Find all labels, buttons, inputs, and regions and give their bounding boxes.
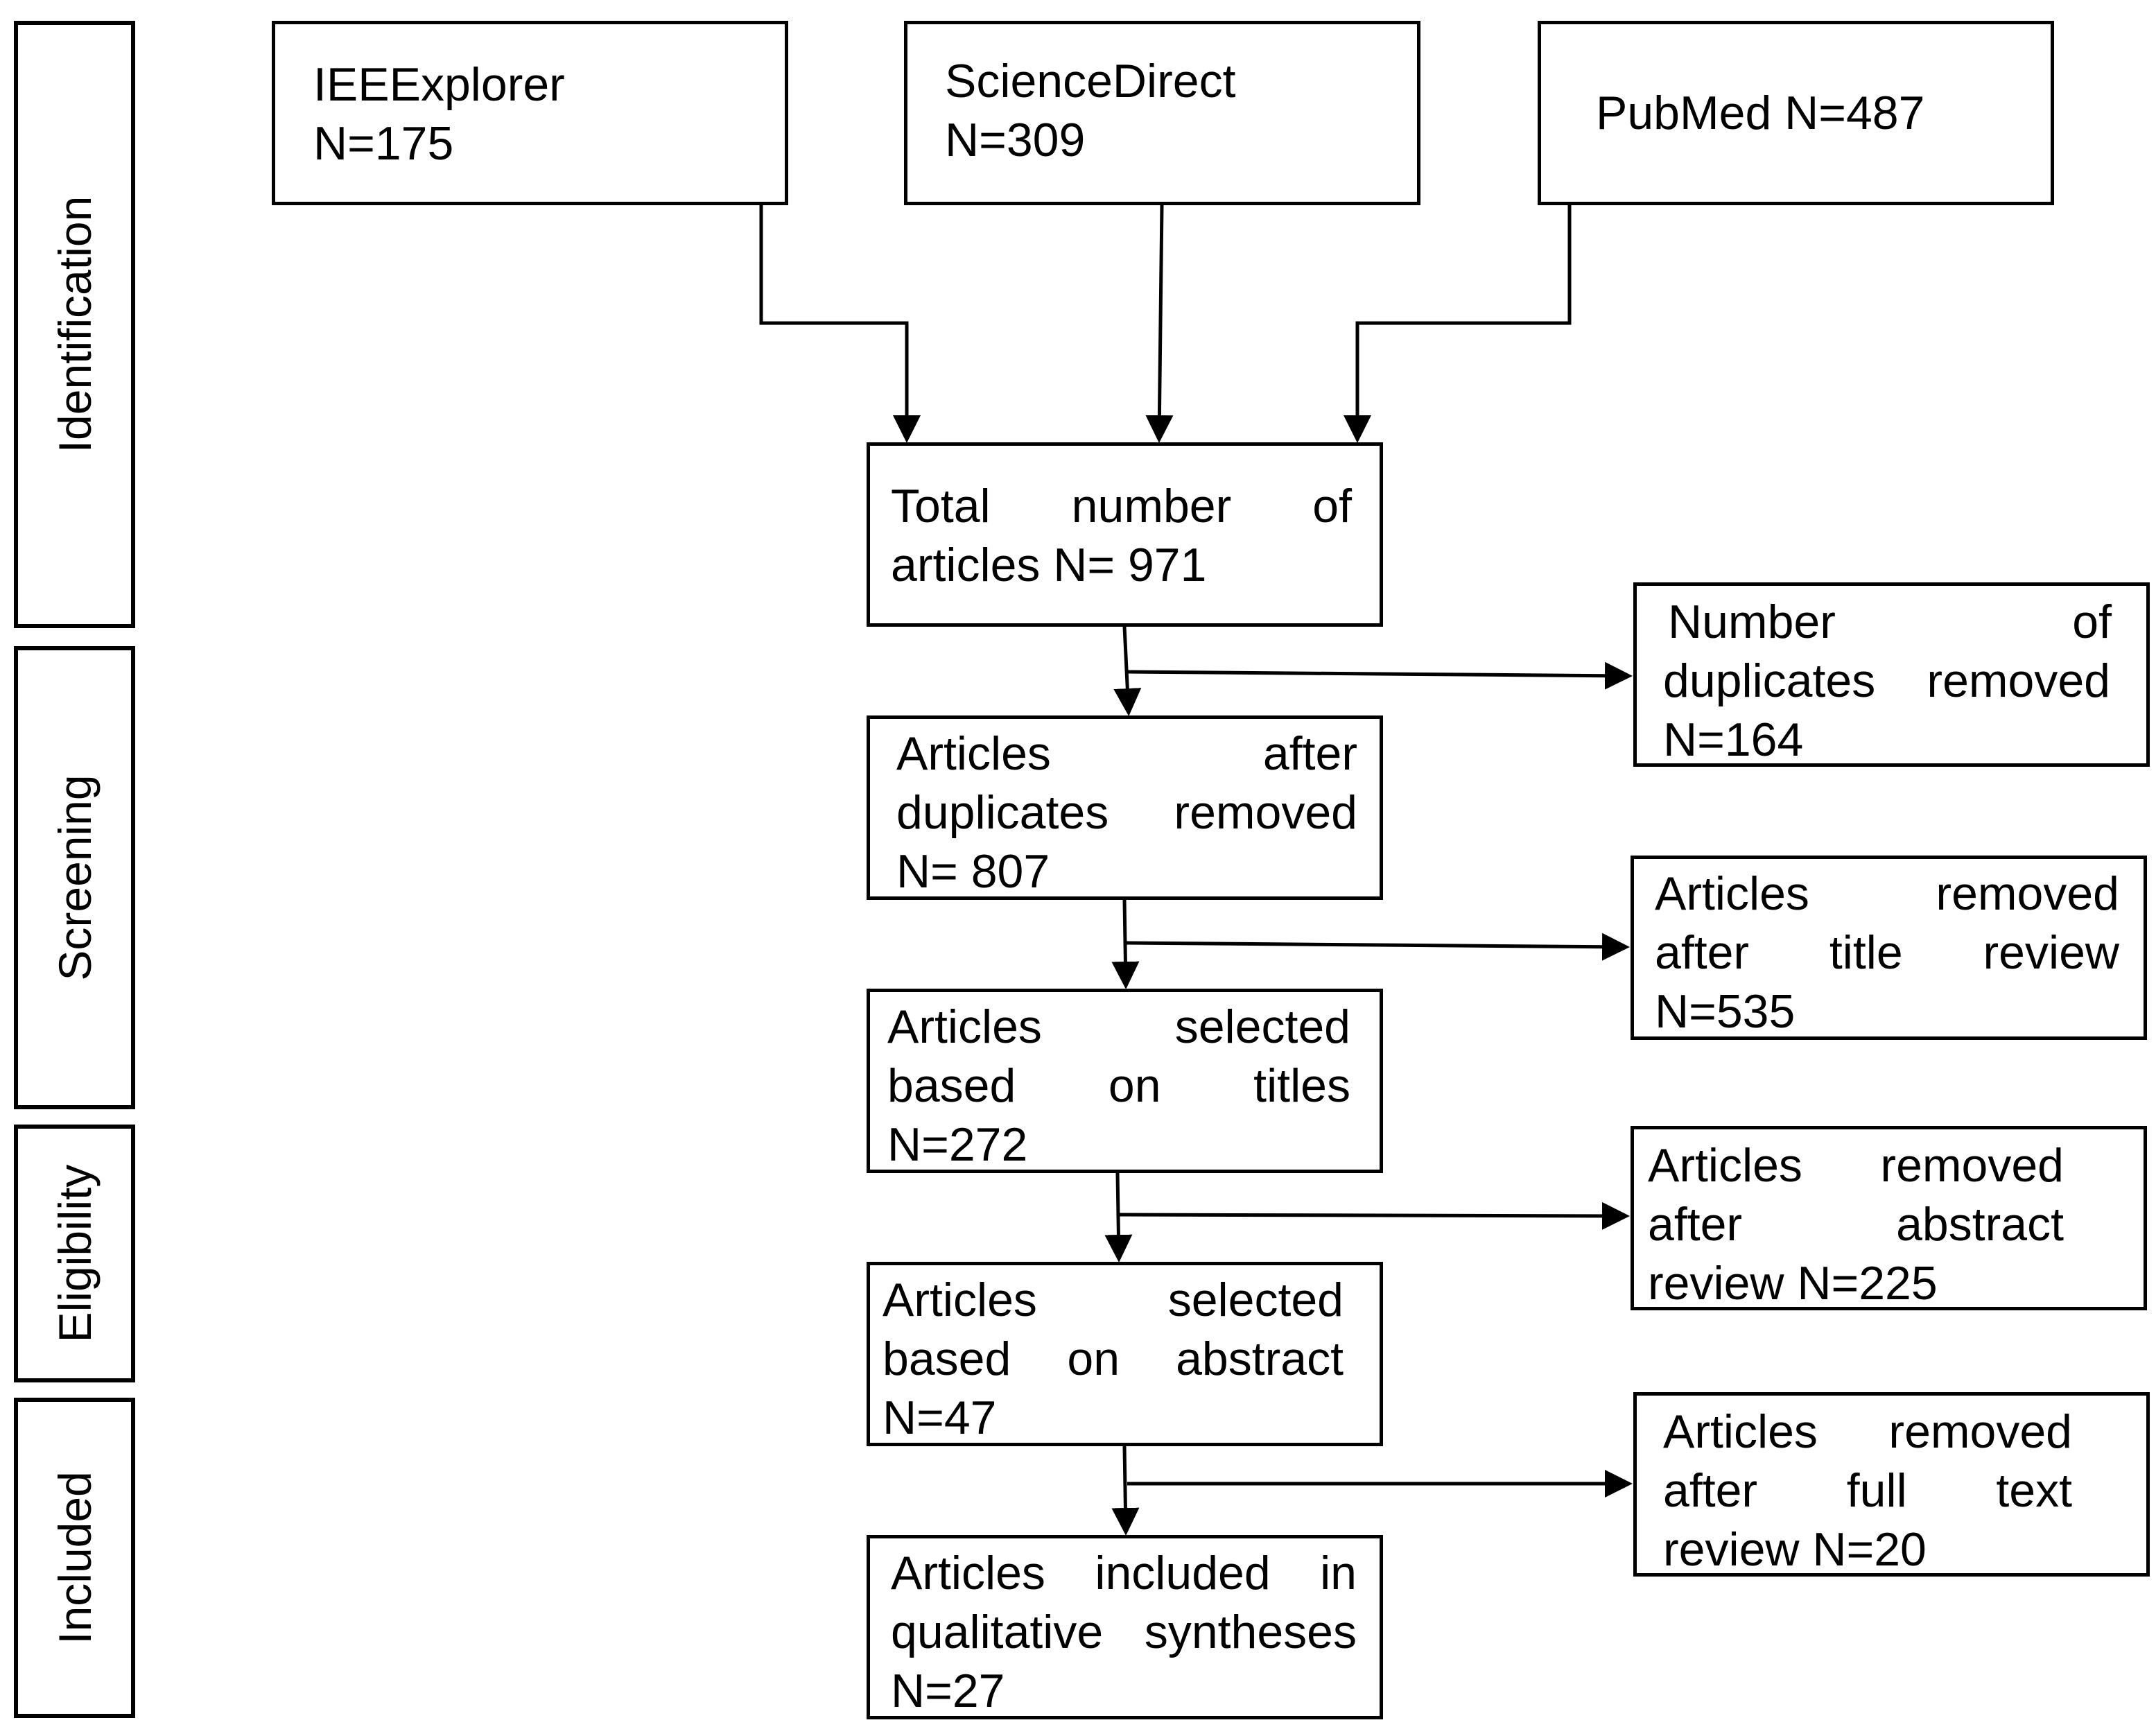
connector-abstract-to-included <box>1111 1446 1140 1536</box>
stage-screening: Screening <box>14 646 135 1109</box>
fulltext-review-removed-line2: after full text <box>1663 1464 2072 1517</box>
selected-titles-line2: based on titles <box>887 1059 1350 1112</box>
selected-abstract-line3: N=47 <box>883 1391 997 1444</box>
source-pubmed-box: PubMed N=487 <box>1538 21 2054 205</box>
title-review-removed-line3: N=535 <box>1655 985 1796 1038</box>
connector-ieee-to-total <box>759 205 921 443</box>
selected-titles-line1: Articles selected <box>887 1000 1350 1053</box>
source-ieeexplorer-box: IEEExplorer N=175 <box>272 21 788 205</box>
connector-after-duplicates-to-titles <box>1111 899 1140 989</box>
abstract-review-removed-line3: review N=225 <box>1648 1257 1938 1310</box>
after-duplicates-line1: Articles after <box>896 727 1357 780</box>
after-duplicates-box: Articles after duplicates removed N= 807 <box>867 715 1383 900</box>
source-ieeexplorer-name: IEEExplorer <box>313 58 565 111</box>
selected-titles-box: Articles selected based on titles N=272 <box>867 989 1383 1173</box>
source-pubmed-label: PubMed N=487 <box>1596 87 1925 139</box>
included-articles-line2: qualitative syntheses <box>891 1606 1357 1658</box>
after-duplicates-line3: N= 807 <box>896 845 1050 898</box>
duplicates-removed-line1: Number of <box>1668 596 2112 648</box>
connector-to-duplicates-removed <box>1127 661 1633 690</box>
selected-abstract-line1: Articles selected <box>883 1274 1344 1326</box>
duplicates-removed-box: Number of duplicates removed N=164 <box>1633 582 2150 767</box>
stage-identification: Identification <box>14 21 135 628</box>
total-articles-line2: articles N= 971 <box>891 539 1207 591</box>
source-sciencedirect-count: N=309 <box>945 114 1086 166</box>
included-articles-line3: N=27 <box>891 1665 1005 1717</box>
connector-total-to-after-duplicates <box>1113 626 1142 716</box>
source-ieeexplorer-count: N=175 <box>313 117 454 170</box>
after-duplicates-line2: duplicates removed <box>896 786 1357 839</box>
duplicates-removed-line3: N=164 <box>1663 713 1804 766</box>
included-articles-box: Articles included in qualitative synthes… <box>867 1535 1383 1719</box>
connector-to-title-review-removed <box>1125 932 1630 961</box>
total-articles-box: Total number of articles N= 971 <box>867 442 1383 627</box>
abstract-review-removed-line2: after abstract <box>1648 1198 2064 1251</box>
connector-titles-to-abstract <box>1104 1172 1133 1262</box>
fulltext-review-removed-line3: review N=20 <box>1663 1523 1927 1576</box>
selected-abstract-box: Articles selected based on abstract N=47 <box>867 1262 1383 1446</box>
included-articles-line1: Articles included in <box>891 1547 1357 1599</box>
abstract-review-removed-box: Articles removed after abstract review N… <box>1631 1126 2147 1310</box>
stage-eligibility: Eligibility <box>14 1125 135 1382</box>
source-sciencedirect-name: ScienceDirect <box>945 55 1236 107</box>
fulltext-review-removed-line1: Articles removed <box>1663 1405 2072 1458</box>
connector-sciencedirect-to-total <box>1145 205 1174 443</box>
selected-abstract-line2: based on abstract <box>883 1333 1344 1385</box>
abstract-review-removed-line1: Articles removed <box>1648 1139 2064 1192</box>
selected-titles-line3: N=272 <box>887 1118 1028 1171</box>
title-review-removed-line2: after title review <box>1655 926 2119 979</box>
connector-pubmed-to-total <box>1344 205 1572 443</box>
duplicates-removed-line2: duplicates removed <box>1663 654 2110 707</box>
source-sciencedirect-box: ScienceDirect N=309 <box>904 21 1420 205</box>
total-articles-line1: Total number of <box>891 480 1352 532</box>
title-review-removed-box: Articles removed after title review N=53… <box>1631 856 2147 1040</box>
title-review-removed-line1: Articles removed <box>1655 867 2119 920</box>
fulltext-review-removed-box: Articles removed after full text review … <box>1633 1392 2150 1577</box>
stage-included: Included <box>14 1398 135 1718</box>
connector-to-abstract-review-removed <box>1118 1201 1630 1230</box>
